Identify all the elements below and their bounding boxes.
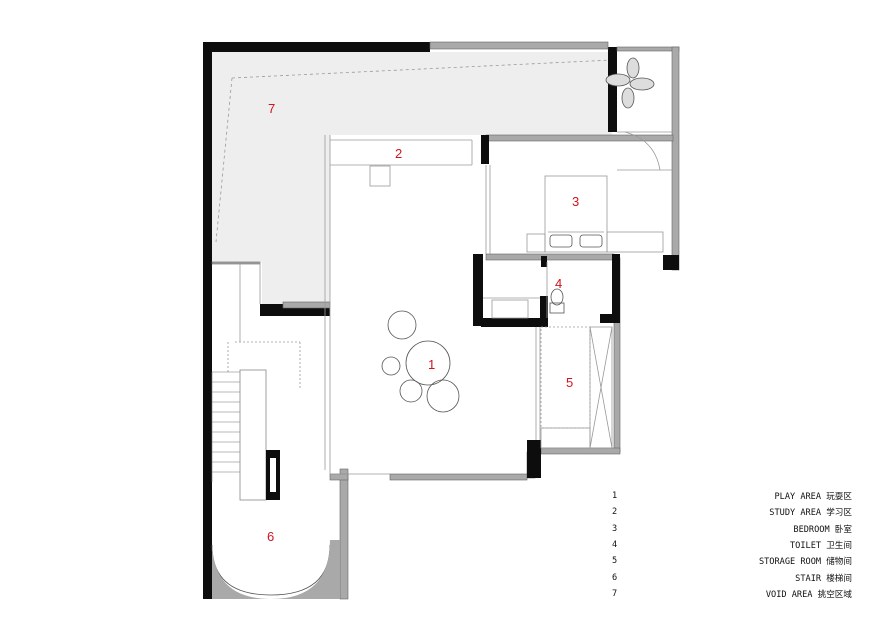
room-number-4: 4: [555, 276, 562, 291]
legend-number: 5: [612, 556, 618, 567]
legend-row: 4 TOILET 卫生间: [612, 537, 862, 553]
stair-well-gray-right: [271, 540, 340, 599]
room-number-2: 2: [395, 146, 402, 161]
legend-label: PLAY AREA 玩耍区: [774, 492, 852, 503]
legend-row: 3 BEDROOM 卧室: [612, 521, 862, 537]
legend-row: 1 PLAY AREA 玩耍区: [612, 488, 862, 504]
legend-row: 2 STUDY AREA 学习区: [612, 504, 862, 520]
void-area-fill: [212, 52, 612, 304]
play-circles: [381, 310, 460, 413]
room-number-1: 1: [428, 357, 435, 372]
legend-label: STORAGE ROOM 储物间: [758, 557, 852, 568]
plant-icon: [605, 57, 655, 109]
legend-row: 7 VOID AREA 挑空区域: [612, 586, 862, 602]
room-number-5: 5: [566, 375, 573, 390]
legend-number: 4: [612, 540, 618, 551]
legend-number: 3: [612, 523, 618, 534]
legend-row: 6 STAIR 楼梯间: [612, 569, 862, 585]
legend-label: STAIR 楼梯间: [795, 573, 852, 584]
room-number-7: 7: [268, 101, 275, 116]
legend-label: TOILET 卫生间: [790, 541, 852, 552]
stair-landing: [239, 369, 267, 501]
legend: 1 PLAY AREA 玩耍区 2 STUDY AREA 学习区 3 BEDRO…: [612, 488, 862, 602]
bed-pillows: [549, 234, 603, 248]
room-number-3: 3: [572, 194, 579, 209]
inner-walls: [473, 135, 679, 478]
stair-well-gray: [212, 540, 271, 599]
interior-lines: [227, 131, 672, 475]
legend-number: 6: [612, 572, 618, 583]
legend-label: VOID AREA 挑空区域: [765, 589, 852, 600]
stair-column-gap: [270, 458, 276, 492]
legend-number: 1: [612, 491, 618, 502]
legend-number: 7: [612, 588, 618, 599]
legend-label: STUDY AREA 学习区: [769, 508, 852, 519]
room-number-6: 6: [267, 529, 274, 544]
toilet-fixture: [549, 288, 565, 314]
stair-treads: [211, 371, 240, 482]
legend-label: BEDROOM 卧室: [793, 524, 852, 535]
legend-row: 5 STORAGE ROOM 储物间: [612, 553, 862, 569]
legend-number: 2: [612, 507, 618, 518]
